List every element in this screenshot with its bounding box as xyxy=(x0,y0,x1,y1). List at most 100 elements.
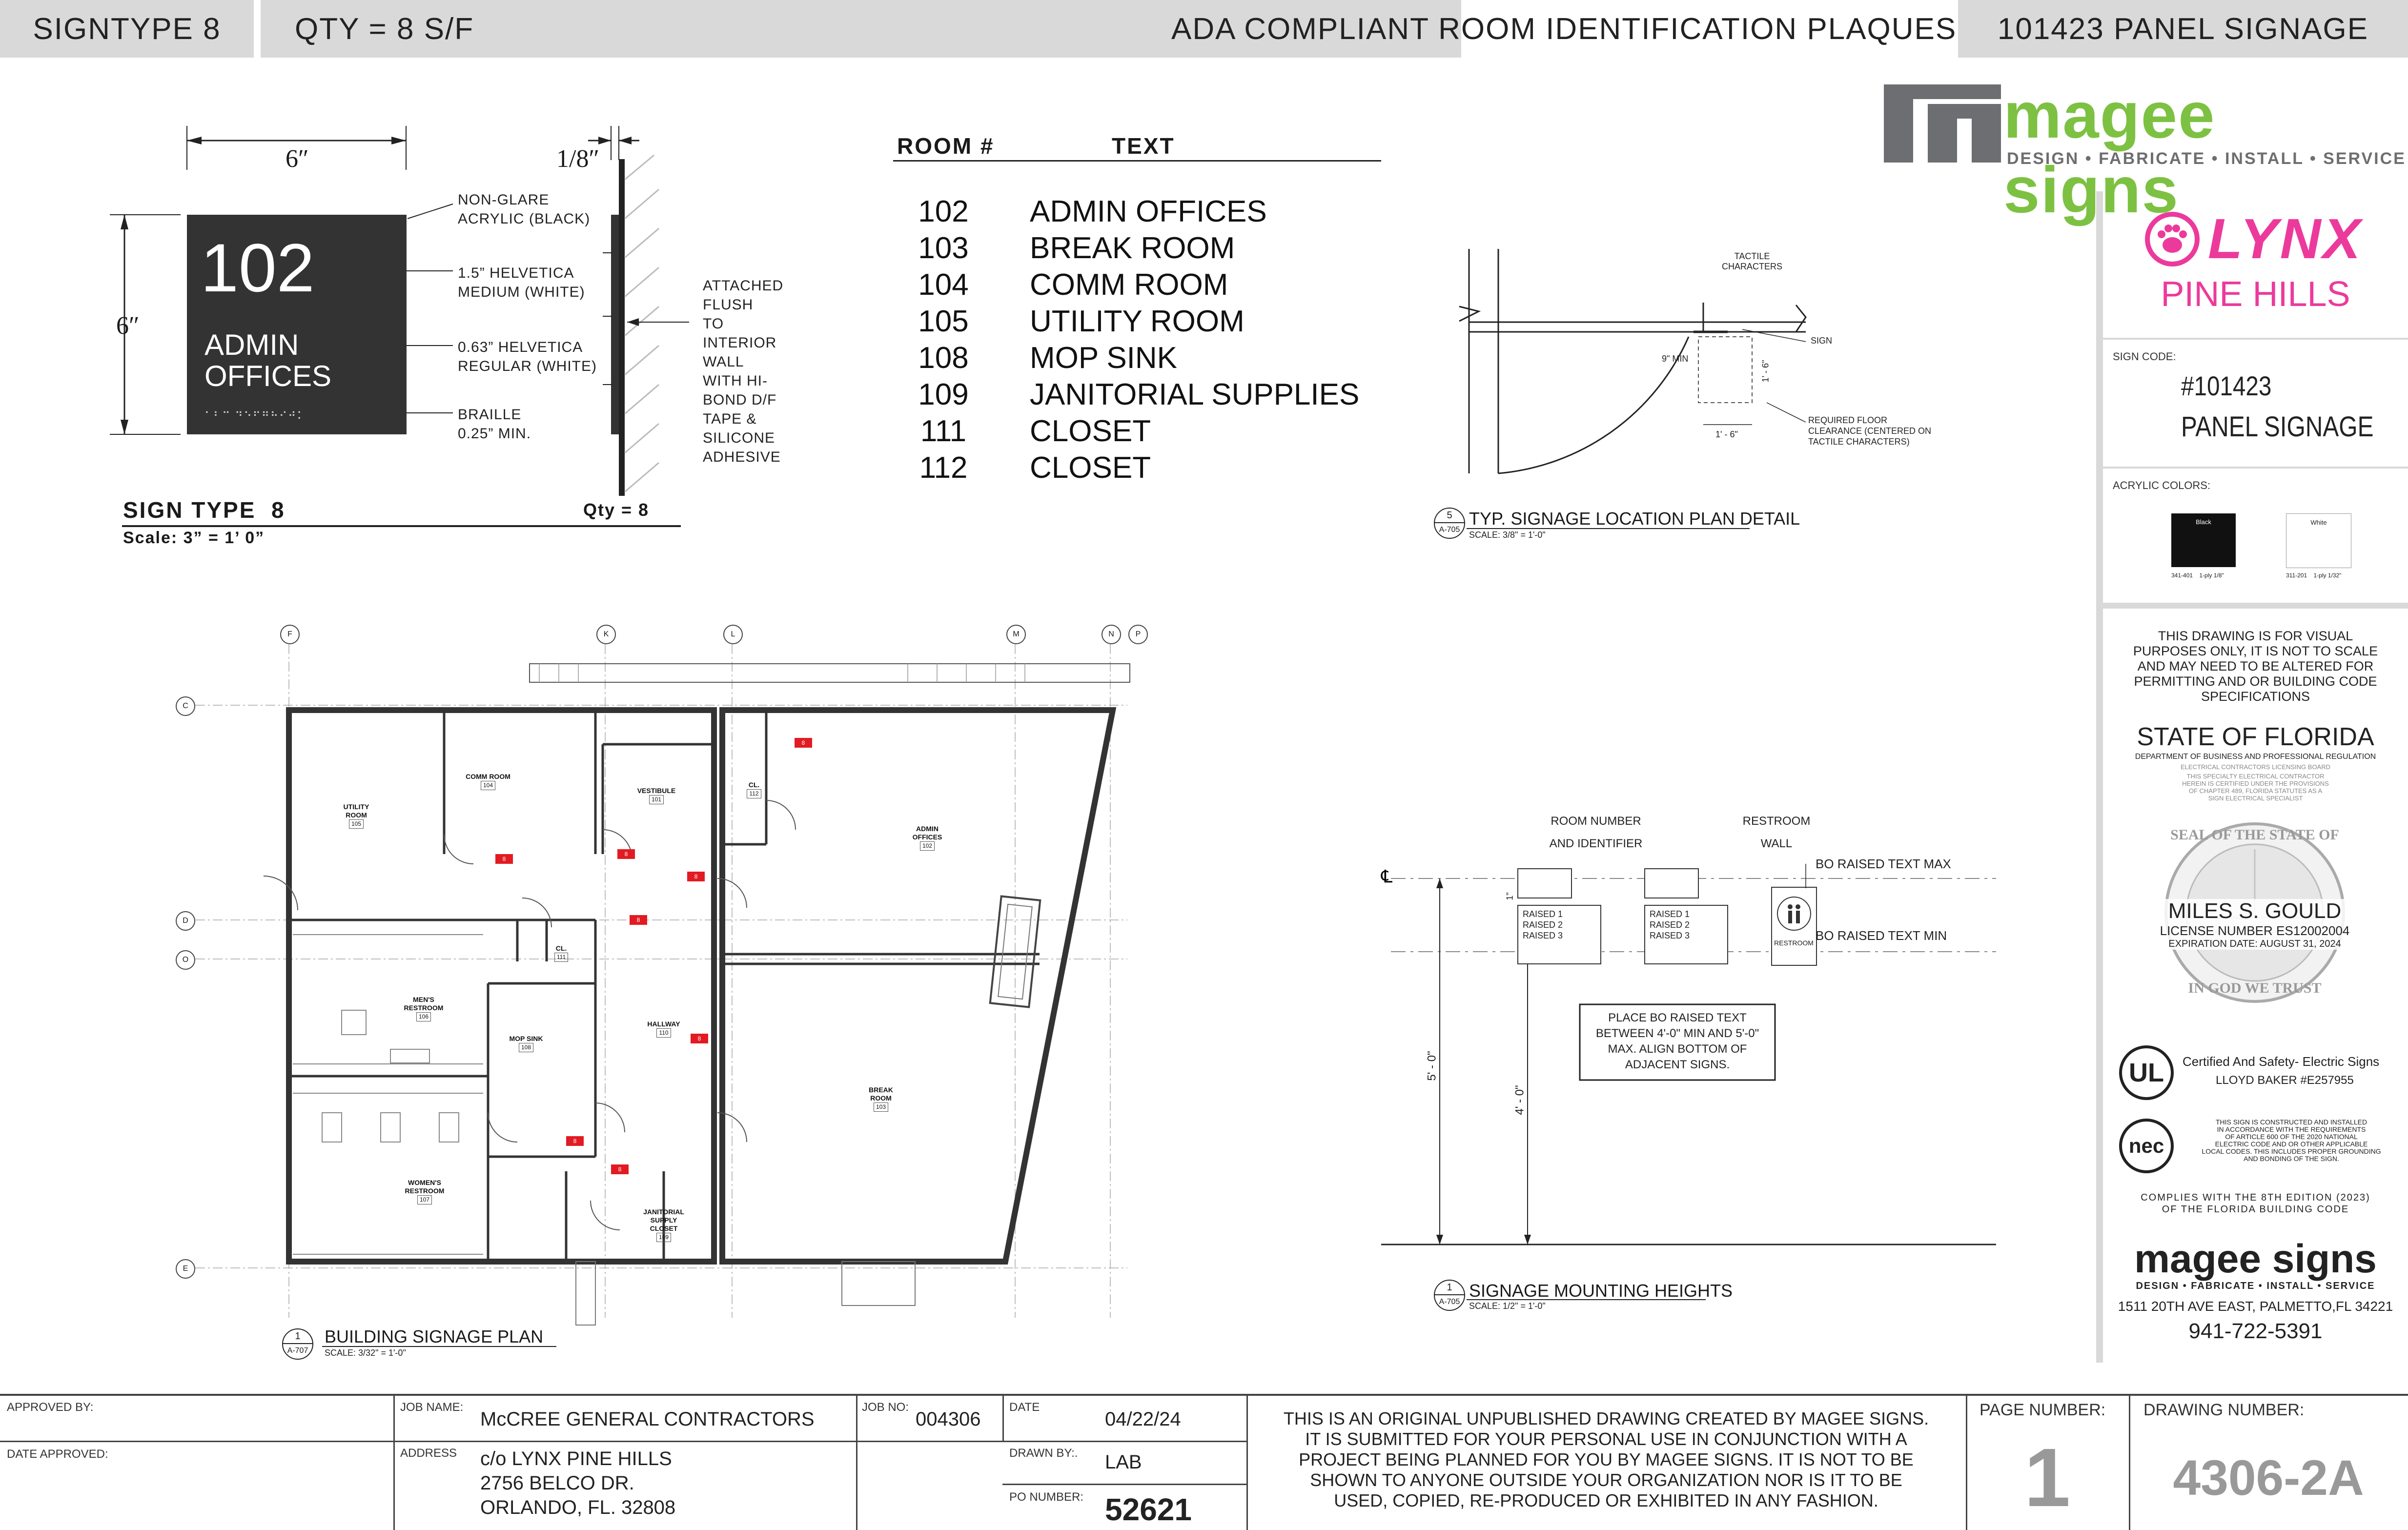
plan-room-name: JANITORIAL xyxy=(643,1208,684,1216)
width-dimension: 6″ xyxy=(286,145,309,173)
approved-by-label: APPROVED BY: xyxy=(7,1401,94,1414)
plan-room-name: ROOM xyxy=(346,811,367,819)
sign-type-qty: Qty = 8 xyxy=(583,500,650,520)
room-table-row: 104 COMM ROOM xyxy=(902,267,1390,302)
plan-room-name: MEN'S xyxy=(413,996,434,1003)
page-number-label: PAGE NUMBER: xyxy=(1979,1401,2106,1419)
plan-title: BUILDING SIGNAGE PLAN xyxy=(325,1326,544,1346)
tb-approval-divider xyxy=(0,1441,393,1442)
room-number-cell: 111 xyxy=(920,414,967,448)
sign-code-block: SIGN CODE: #101423 PANEL SIGNAGE xyxy=(2103,340,2408,469)
plan-room-name: ROOM xyxy=(870,1094,892,1102)
job-name: McCREE GENERAL CONTRACTORS xyxy=(480,1408,815,1430)
room-number-cell: 105 xyxy=(918,305,969,338)
sign-face: 102 ADMIN OFFICES ⠁⠃⠉ ⠙⠑⠋⠛⠓⠊⠚⠅ xyxy=(187,215,407,434)
client-sub: PINE HILLS xyxy=(2161,275,2350,314)
title-block: APPROVED BY: DATE APPROVED: JOB NAME: Mc… xyxy=(0,1394,2408,1530)
tb-date-col xyxy=(1002,1396,1248,1530)
floor-plan-drawing xyxy=(195,644,1130,1326)
acrylic-label: ACRYLIC COLORS: xyxy=(2113,479,2211,491)
sign-code: #101423 xyxy=(2181,370,2272,401)
plan-room-name: RESTROOM xyxy=(404,1004,444,1012)
plan-room-number: 111 xyxy=(554,953,569,962)
plan-room-name: VESTIBULE xyxy=(637,787,676,795)
room-text-cell: JANITORIAL SUPPLIES xyxy=(1030,378,1360,411)
header-qty: QTY = 8 S/F xyxy=(261,0,1461,58)
po-number: 52621 xyxy=(1105,1492,1192,1527)
plan-scale: SCALE: 3/32" = 1'-0" xyxy=(325,1348,406,1358)
plan-room-name: WOMEN'S xyxy=(408,1179,441,1186)
sign-code-label: SIGN CODE: xyxy=(2113,350,2176,363)
room-text-cell: COMM ROOM xyxy=(1030,268,1228,302)
date-label: DATE xyxy=(1009,1401,1040,1414)
board: ELECTRICAL CONTRACTORS LICENSING BOARD xyxy=(2181,763,2330,771)
notice: THIS IS AN ORIGINAL UNPUBLISHED DRAWING … xyxy=(1283,1408,1929,1510)
sidebar-frame xyxy=(2096,191,2103,1363)
florida-block: STATE OF FLORIDA DEPARTMENT OF BUSINESS … xyxy=(2103,722,2408,802)
tb-notice-col xyxy=(1246,1396,1967,1530)
magee-m-icon xyxy=(1884,84,2001,163)
plan-room-number: 107 xyxy=(417,1195,432,1204)
callout-braille: BRAILLE 0.25” MIN. xyxy=(458,407,531,442)
grid-bubble-left: D xyxy=(176,911,195,931)
room-number-cell: 112 xyxy=(919,451,968,485)
plan-room-name: OFFICES xyxy=(912,833,942,841)
room-text-cell: CLOSET xyxy=(1030,451,1151,485)
tactile-label: TACTILE CHARACTERS xyxy=(1721,251,1782,271)
mounting-detail-scale: SCALE: 1/2" = 1'-0" xyxy=(1469,1301,1546,1311)
bo-raised-min-label: BO RAISED TEXT MIN xyxy=(1816,928,1947,943)
ul-name: LLOYD BAKER #E257955 xyxy=(2216,1074,2354,1087)
sign-detail: 6″ 1/8″ 6″ 102 ADMIN OFFICES ⠁⠃⠉ ⠙⠑⠋⠛⠓⠊⠚… xyxy=(0,58,783,555)
header-project: 101423 PANEL SIGNAGE xyxy=(1958,0,2408,58)
plan-room-name: CL. xyxy=(748,781,760,789)
room-table-row: 109 JANITORIAL SUPPLIES xyxy=(902,377,1390,411)
room-text-cell: BREAK ROOM xyxy=(1030,231,1235,265)
licensee-block: MILES S. GOULD LICENSE NUMBER ES12002004… xyxy=(2133,899,2377,950)
ul-icon: UL xyxy=(2129,1058,2164,1087)
address-label: ADDRESS xyxy=(400,1447,457,1460)
grid-bubble-top: F xyxy=(280,625,300,644)
clearance-label: REQUIRED FLOOR CLEARANCE (CENTERED ON TA… xyxy=(1808,415,1932,447)
sign-location-marker: 8 xyxy=(795,738,812,748)
min9-label: 9" MIN xyxy=(1662,354,1689,364)
drawing-number-label: DRAWING NUMBER: xyxy=(2143,1401,2305,1419)
sign-location-marker: 8 xyxy=(566,1136,584,1146)
plan-room-label: CL.112 xyxy=(720,781,788,798)
header-title: ADA COMPLIANT ROOM IDENTIFICATION PLAQUE… xyxy=(1171,12,1957,46)
magee-logo-bottom: magee signs DESIGN • FABRICATE • INSTALL… xyxy=(2103,1239,2408,1344)
page-number: 1 xyxy=(2024,1431,2071,1524)
sign-location-marker: 8 xyxy=(495,854,513,864)
sign-room-name-1: ADMIN xyxy=(204,328,299,361)
sign-location-marker: 8 xyxy=(687,872,705,881)
bo-raised-max-label: BO RAISED TEXT MAX xyxy=(1816,857,1951,871)
grid-bubble-left: O xyxy=(176,950,195,970)
room-number-cell: 104 xyxy=(918,268,969,302)
license-expiration: EXPIRATION DATE: AUGUST 31, 2024 xyxy=(2168,938,2341,949)
job-no: 004306 xyxy=(916,1408,981,1430)
job-name-label: JOB NAME: xyxy=(400,1401,464,1414)
fbc-text: COMPLIES WITH THE 8TH EDITION (2023) OF … xyxy=(2141,1192,2370,1215)
sign-room-name-2: OFFICES xyxy=(204,360,332,392)
plan-room-name: ADMIN xyxy=(916,825,939,833)
room-number-identifier-label: ROOM NUMBER AND IDENTIFIER xyxy=(1549,815,1643,850)
address: c/o LYNX PINE HILLS 2756 BELCO DR. ORLAN… xyxy=(480,1448,676,1518)
date-value: 04/22/24 xyxy=(1105,1408,1181,1430)
po-label: PO NUMBER: xyxy=(1009,1490,1084,1504)
room-number-cell: 109 xyxy=(918,378,969,411)
sign-type-scale: Scale: 3” = 1’ 0” xyxy=(123,529,265,547)
dim-16b-label: 1' - 6" xyxy=(1715,429,1738,439)
board-text: THIS SPECIALTY ELECTRICAL CONTRACTOR HER… xyxy=(2182,773,2329,802)
callout-number-font: 1.5” HELVETICA MEDIUM (WHITE) xyxy=(458,265,585,300)
height-dimension: 6″ xyxy=(116,312,140,340)
location-plan-detail: TACTILE CHARACTERS SIGN 9" MIN 1' - 6" 1… xyxy=(1415,234,2050,547)
plan-room-name: SUPPLY xyxy=(650,1216,677,1224)
plan-room-number: 102 xyxy=(919,841,935,851)
